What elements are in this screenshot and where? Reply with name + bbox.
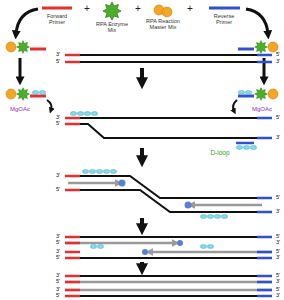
strand-end-label: 5' bbox=[276, 52, 280, 58]
strand-end-label: 5' bbox=[56, 121, 60, 127]
strand-end-label: 5' bbox=[276, 273, 280, 279]
strand-end-label: 3' bbox=[56, 115, 60, 121]
reagent-label: RPA Reaction Master Mix bbox=[145, 19, 181, 30]
strand-end-label: 5' bbox=[276, 249, 280, 255]
strand-end-label: 5' bbox=[56, 187, 60, 193]
strand-end-label: 5' bbox=[56, 255, 60, 261]
primer-complex bbox=[6, 88, 278, 101]
strand-end-label: 3' bbox=[276, 59, 280, 65]
strand-end-label: 5' bbox=[56, 279, 60, 285]
strand-end-label: 3' bbox=[56, 234, 60, 240]
plus-sign: + bbox=[187, 4, 193, 14]
curved-arrow bbox=[16, 9, 268, 34]
primer-extension bbox=[65, 170, 272, 219]
reagent-label: Forward Primer bbox=[41, 14, 73, 25]
amplification bbox=[65, 237, 272, 258]
strand-end-label: 5' bbox=[56, 293, 60, 299]
plus-sign: + bbox=[84, 4, 90, 14]
strand-end-label: 5' bbox=[56, 59, 60, 65]
structure-label: D-loop bbox=[210, 150, 229, 157]
strand-end-label: 3' bbox=[56, 52, 60, 58]
reagents bbox=[42, 2, 240, 20]
reagent-label: Reverse Primer bbox=[208, 14, 240, 25]
reagent-label: MgOAc bbox=[10, 106, 30, 112]
strand-end-label: 3' bbox=[56, 249, 60, 255]
strand-end-label: 5' bbox=[276, 115, 280, 121]
reagent-label: MgOAc bbox=[252, 106, 272, 112]
reagent-label: RPA Enzyme Mix bbox=[95, 22, 129, 33]
primer-complex bbox=[6, 41, 278, 54]
strand-end-label: 3' bbox=[56, 273, 60, 279]
strand-end-label: 5' bbox=[276, 234, 280, 240]
strand-end-label: 5' bbox=[276, 195, 280, 201]
dna-duplex bbox=[65, 55, 272, 62]
strand-end-label: 3' bbox=[56, 287, 60, 293]
strand-end-label: 3' bbox=[276, 135, 280, 141]
strand-end-label: 3' bbox=[56, 173, 60, 179]
strand-end-label: 3' bbox=[276, 279, 280, 285]
strand-invasion bbox=[65, 112, 272, 150]
strand-end-label: 3' bbox=[276, 255, 280, 261]
strand-end-label: 5' bbox=[276, 287, 280, 293]
amplified-product bbox=[65, 276, 272, 296]
strand-end-label: 5' bbox=[56, 240, 60, 246]
strand-end-label: 3' bbox=[276, 240, 280, 246]
curved-arrow bbox=[47, 100, 237, 111]
strand-end-label: 3' bbox=[276, 209, 280, 215]
strand-end-label: 3' bbox=[276, 293, 280, 299]
plus-sign: + bbox=[135, 4, 141, 14]
